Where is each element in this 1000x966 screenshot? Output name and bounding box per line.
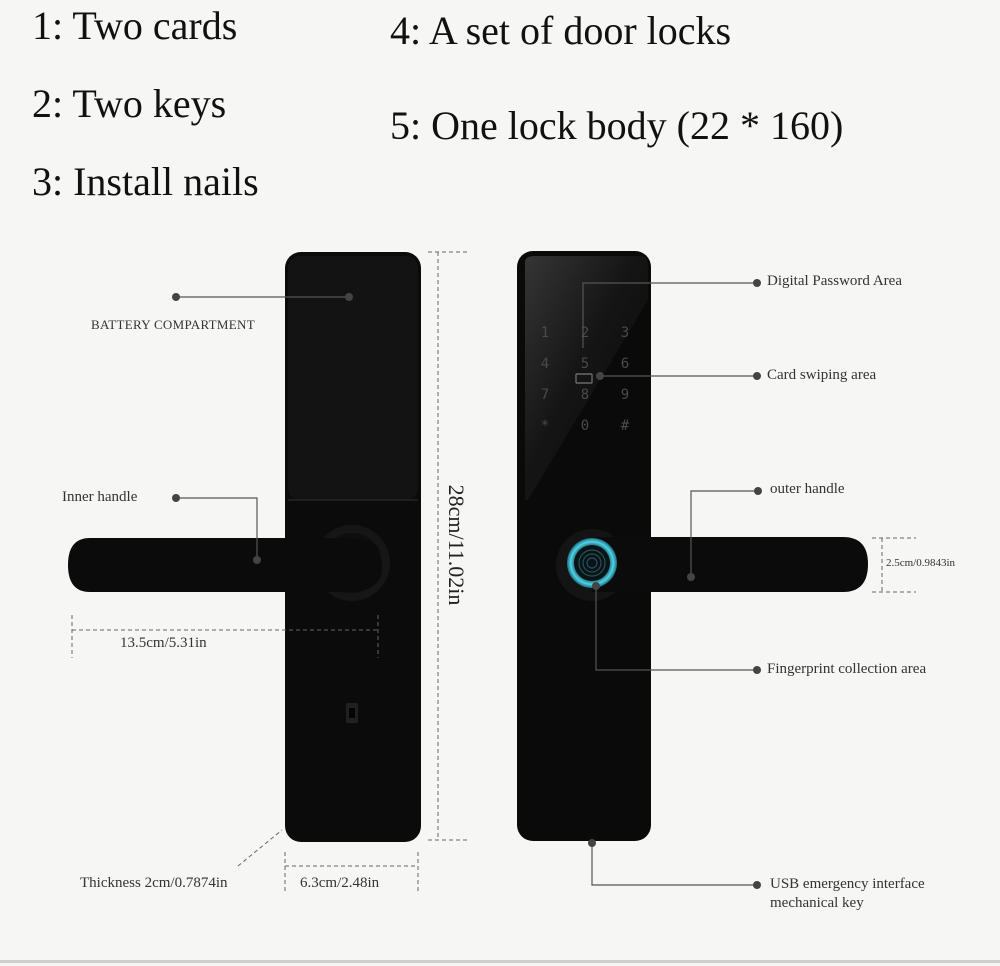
height-label: 28cm/11.02in [444, 484, 469, 606]
divider [0, 960, 1000, 963]
inner-handle-label: Inner handle [62, 489, 138, 505]
keypad-key: 0 [581, 418, 589, 434]
handle-thickness-label: 2.5cm/0.9843in [886, 557, 956, 569]
inner-handle [68, 538, 382, 593]
contents-item-5: 5: One lock body (22 * 160) [390, 103, 844, 148]
keypad-key: * [541, 418, 549, 434]
fingerprint-area-label: Fingerprint collection area [767, 661, 927, 677]
password-area-label: Digital Password Area [767, 273, 902, 289]
thickness-label: Thickness 2cm/0.7874in [80, 875, 228, 891]
inner-lock [68, 252, 421, 842]
card-area-label: Card swiping area [767, 367, 877, 383]
keypad-key: # [621, 418, 630, 434]
keypad-key: 5 [581, 356, 589, 372]
outer-handle [592, 537, 868, 592]
contents-item-3: 3: Install nails [32, 159, 259, 204]
battery-compartment-label: BATTERY COMPARTMENT [91, 317, 255, 332]
keypad-key: 9 [621, 387, 629, 403]
outer-handle-label: outer handle [770, 481, 845, 497]
keypad-key: 4 [541, 356, 549, 372]
keypad-key: 7 [541, 387, 549, 403]
width-label: 6.3cm/2.48in [300, 875, 380, 891]
keypad-key: 1 [541, 325, 549, 341]
card-reader-icon [575, 373, 593, 384]
contents-item-4: 4: A set of door locks [390, 8, 732, 53]
keypad-key: 3 [621, 325, 629, 341]
keypad: 1 2 3 4 5 6 7 8 9 * 0 # [541, 325, 630, 434]
keypad-key: 6 [621, 356, 629, 372]
keypad-key: 2 [581, 325, 589, 341]
contents-item-2: 2: Two keys [32, 81, 227, 126]
keypad-key: 8 [581, 387, 589, 403]
usb-interface-label: USB emergency interface mechanical key [770, 876, 925, 911]
contents-item-1: 1: Two cards [32, 3, 238, 48]
handle-length-label: 13.5cm/5.31in [120, 635, 207, 651]
outer-lock: 1 2 3 4 5 6 7 8 9 * 0 # [517, 251, 868, 841]
